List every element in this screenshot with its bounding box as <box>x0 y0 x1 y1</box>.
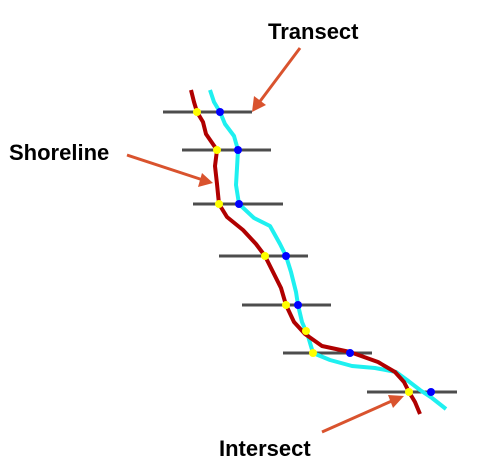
red-intersect-point <box>213 146 221 154</box>
cyan-intersect-point <box>346 349 354 357</box>
red-intersect-point <box>309 349 317 357</box>
cyan-intersect-points <box>216 108 435 396</box>
shoreline-red <box>189 89 422 415</box>
red-intersect-point <box>215 200 223 208</box>
red-intersect-point <box>282 301 290 309</box>
red-intersect-point <box>302 327 310 335</box>
red-intersect-point <box>261 252 269 260</box>
red-intersect-points <box>193 108 413 396</box>
intersect-arrow <box>321 395 404 434</box>
shoreline-arrow <box>126 153 213 187</box>
cyan-intersect-point <box>427 388 435 396</box>
shoreline-label: Shoreline <box>9 140 109 165</box>
intersect-label: Intersect <box>219 436 311 461</box>
cyan-intersect-point <box>235 200 243 208</box>
shoreline-cyan <box>208 89 448 411</box>
red-intersect-point <box>405 388 413 396</box>
transects <box>163 110 457 394</box>
cyan-intersect-point <box>234 146 242 154</box>
red-intersect-point <box>193 108 201 116</box>
cyan-intersect-point <box>282 252 290 260</box>
cyan-intersect-point <box>294 301 302 309</box>
transect-arrow <box>252 47 302 112</box>
transect-label: Transect <box>268 19 359 44</box>
cyan-intersect-point <box>216 108 224 116</box>
